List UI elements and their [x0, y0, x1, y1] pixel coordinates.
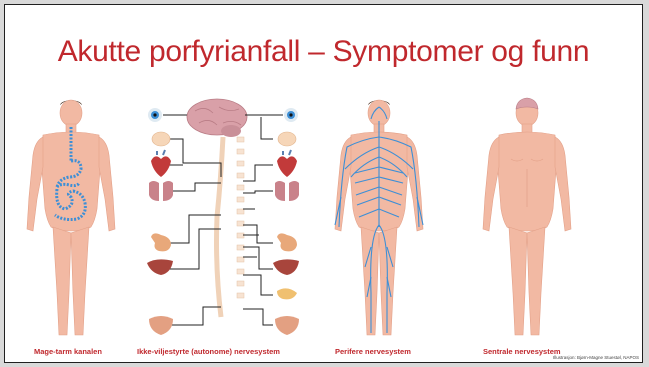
caption-central: Sentrale nervesystem: [483, 347, 561, 356]
caption-autonomic: Ikke-viljestyrte (autonome) nervesystem: [137, 347, 280, 356]
brain-icon: [187, 99, 247, 137]
spinal-cord: [217, 137, 224, 317]
stomach-icon-right: [277, 233, 297, 251]
liver-icon-left: [147, 259, 173, 275]
caption-gi-tract: Mage-tarm kanalen: [34, 347, 102, 356]
gland-icon-left: [152, 132, 170, 146]
central-nervous-system-figure: [471, 97, 583, 347]
bladder-icon-right: [275, 316, 299, 335]
gi-tract-figure: [15, 97, 127, 347]
bladder-icon-left: [149, 316, 173, 335]
peripheral-nervous-system-figure: [323, 97, 435, 347]
eye-icon-right: [284, 108, 298, 122]
caption-peripheral: Perifere nervesystem: [335, 347, 411, 356]
pancreas-icon-right: [277, 288, 297, 299]
heart-icon-left: [151, 150, 171, 177]
lungs-icon-left: [149, 181, 173, 201]
autonomic-nervous-system-figure: [143, 97, 309, 347]
eye-icon-left: [148, 108, 162, 122]
gland-icon-right: [278, 132, 296, 146]
lungs-icon-right: [275, 181, 299, 201]
slide-title: Akutte porfyrianfall – Symptomer og funn: [5, 35, 642, 69]
stomach-icon-left: [151, 233, 171, 251]
slide: Akutte porfyrianfall – Symptomer og funn: [4, 4, 643, 363]
liver-icon-right: [273, 259, 299, 275]
heart-icon-right: [277, 150, 297, 177]
illustration-credit: Illustrasjon: Bjørn-Magne Stuestøl, NAPO…: [553, 355, 639, 360]
